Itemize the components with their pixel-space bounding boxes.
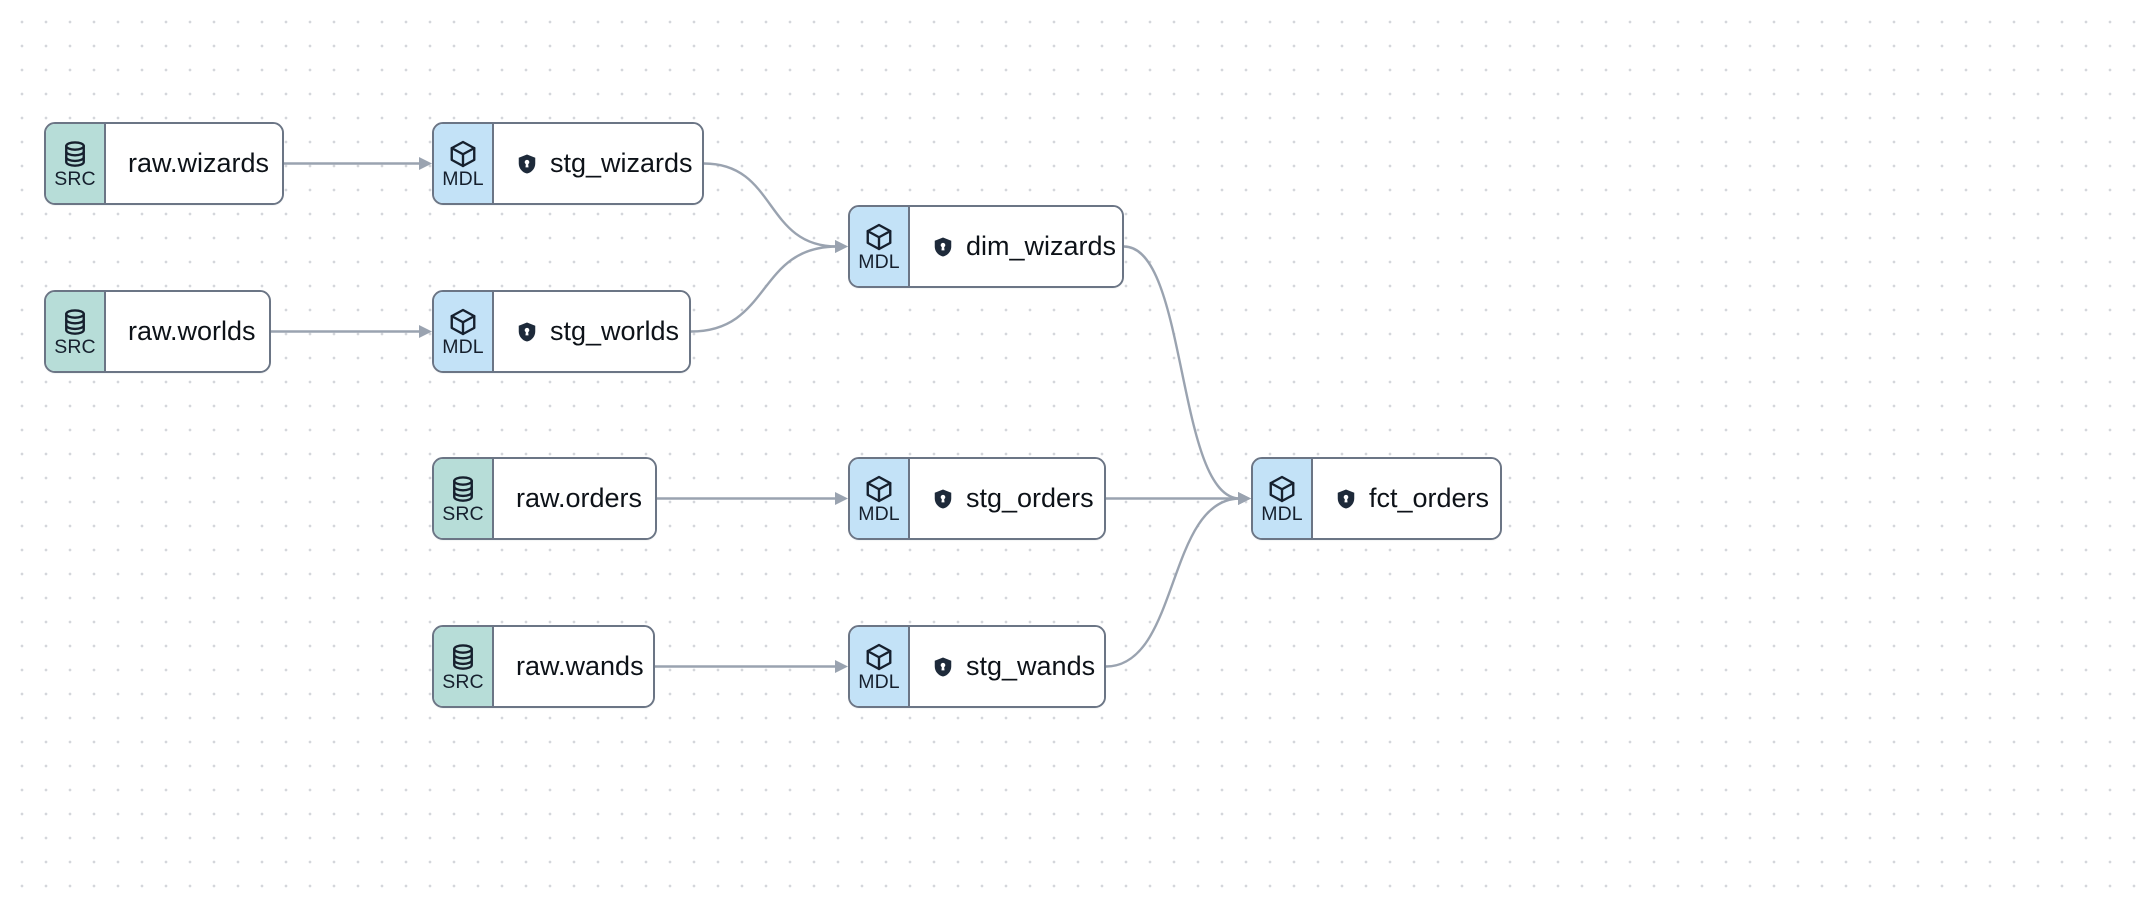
node-body: dim_wizards [910, 207, 1122, 286]
node-body: raw.wands [494, 627, 653, 706]
lineage-node-stg_worlds[interactable]: MDL stg_worlds [432, 290, 691, 373]
node-body: stg_orders [910, 459, 1104, 538]
edge-arrowhead [1238, 492, 1251, 505]
node-body: stg_worlds [494, 292, 689, 371]
lineage-node-stg_wands[interactable]: MDL stg_wands [848, 625, 1106, 708]
node-type-label: SRC [54, 336, 96, 359]
edge-arrowhead [1238, 492, 1251, 505]
node-label: stg_wizards [550, 147, 693, 178]
node-label: stg_wands [966, 650, 1096, 681]
edge-arrowhead [835, 660, 848, 673]
shield-lock-icon [932, 656, 954, 678]
lineage-edge-stg_wands-to-fct_orders [1105, 497, 1241, 668]
node-type-badge-mdl: MDL [850, 459, 910, 538]
lineage-node-fct_orders[interactable]: MDL fct_orders [1251, 457, 1502, 540]
node-label: fct_orders [1369, 482, 1490, 513]
node-type-label: SRC [54, 168, 96, 191]
node-type-badge-src: SRC [434, 627, 494, 706]
shield-lock-icon [932, 236, 954, 258]
lineage-edge-stg_wizards-to-dim_wizards [703, 162, 838, 248]
lineage-edge-dim_wizards-to-fct_orders [1123, 245, 1241, 500]
node-type-label: MDL [858, 251, 900, 274]
lineage-node-raw_orders[interactable]: SRC raw.orders [432, 457, 657, 540]
shield-lock-icon [516, 321, 538, 343]
node-label: raw.worlds [128, 315, 256, 346]
node-body: stg_wizards [494, 124, 702, 203]
node-body: stg_wands [910, 627, 1104, 706]
node-label: stg_orders [966, 482, 1094, 513]
database-icon [60, 139, 90, 169]
node-body: fct_orders [1313, 459, 1500, 538]
lineage-node-raw_worlds[interactable]: SRC raw.worlds [44, 290, 271, 373]
edge-arrowhead [835, 492, 848, 505]
node-type-badge-mdl: MDL [434, 124, 494, 203]
node-label: raw.orders [516, 482, 643, 513]
shield-lock-icon [1335, 488, 1357, 510]
edge-arrowhead [835, 240, 848, 253]
node-type-badge-mdl: MDL [850, 627, 910, 706]
lineage-edge-stg_worlds-to-dim_wizards [690, 245, 838, 333]
node-body: raw.worlds [106, 292, 269, 371]
shield-lock-icon [932, 488, 954, 510]
lineage-node-raw_wizards[interactable]: SRC raw.wizards [44, 122, 284, 205]
lineage-node-stg_wizards[interactable]: MDL stg_wizards [432, 122, 704, 205]
node-label: stg_worlds [550, 315, 680, 346]
cube-icon [864, 222, 894, 252]
node-type-label: SRC [442, 671, 484, 694]
lineage-node-stg_orders[interactable]: MDL stg_orders [848, 457, 1106, 540]
database-icon [60, 307, 90, 337]
node-type-label: MDL [442, 168, 484, 191]
node-type-label: SRC [442, 503, 484, 526]
edge-arrowhead [419, 157, 432, 170]
node-type-badge-mdl: MDL [850, 207, 910, 286]
cube-icon [864, 642, 894, 672]
database-icon [448, 642, 478, 672]
node-body: raw.orders [494, 459, 655, 538]
cube-icon [1267, 474, 1297, 504]
node-label: dim_wizards [966, 230, 1117, 261]
node-type-label: MDL [1261, 503, 1303, 526]
edge-arrowhead [1238, 492, 1251, 505]
lineage-node-dim_wizards[interactable]: MDL dim_wizards [848, 205, 1124, 288]
shield-lock-icon [516, 153, 538, 175]
cube-icon [864, 474, 894, 504]
cube-icon [448, 307, 478, 337]
node-type-badge-mdl: MDL [1253, 459, 1313, 538]
node-type-badge-src: SRC [434, 459, 494, 538]
node-label: raw.wizards [128, 147, 270, 178]
node-type-label: MDL [858, 503, 900, 526]
node-type-label: MDL [858, 671, 900, 694]
node-type-badge-src: SRC [46, 124, 106, 203]
lineage-node-raw_wands[interactable]: SRC raw.wands [432, 625, 655, 708]
database-icon [448, 474, 478, 504]
node-body: raw.wizards [106, 124, 282, 203]
node-type-badge-mdl: MDL [434, 292, 494, 371]
node-type-label: MDL [442, 336, 484, 359]
edge-arrowhead [419, 325, 432, 338]
edge-arrowhead [835, 240, 848, 253]
node-type-badge-src: SRC [46, 292, 106, 371]
cube-icon [448, 139, 478, 169]
node-label: raw.wands [516, 650, 644, 681]
